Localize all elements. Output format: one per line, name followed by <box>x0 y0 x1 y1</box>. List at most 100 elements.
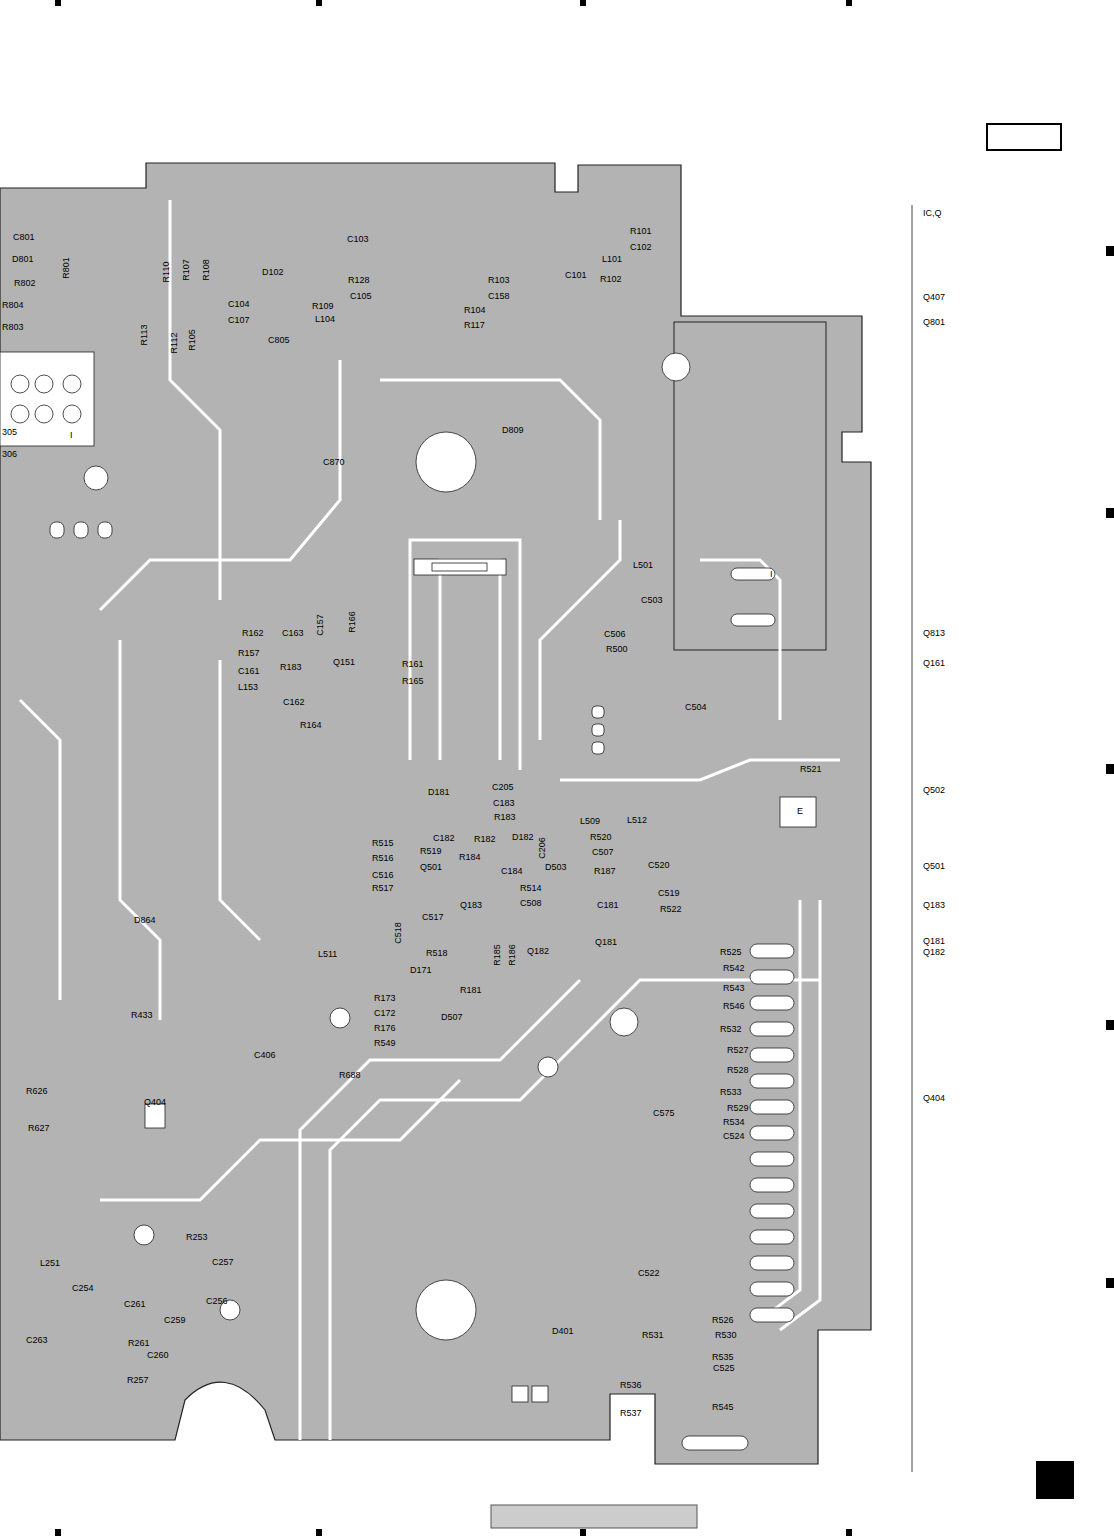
part-label: R804 <box>2 300 24 310</box>
part-label: R113 <box>139 325 149 346</box>
part-label: R107 <box>181 259 191 281</box>
part-label: D181 <box>428 787 450 797</box>
part-label: R626 <box>26 1086 48 1096</box>
part-label: R627 <box>28 1123 50 1133</box>
part-label: R515 <box>372 838 394 848</box>
part-label: C162 <box>283 697 305 707</box>
part-label: R183 <box>280 662 302 672</box>
part-label: R185 <box>492 944 502 966</box>
part-label: C172 <box>374 1008 396 1018</box>
part-label: C520 <box>648 860 670 870</box>
part-label: C103 <box>347 234 369 244</box>
part-label: Q183 <box>460 900 482 910</box>
part-label: Q501 <box>923 861 945 871</box>
part-label: R184 <box>459 852 481 862</box>
part-label: Q182 <box>527 946 549 956</box>
part-label: C205 <box>492 782 514 792</box>
part-label: R173 <box>374 993 396 1003</box>
part-label: R112 <box>169 333 179 354</box>
part-label: C517 <box>422 912 444 922</box>
part-label: C256 <box>206 1296 228 1306</box>
part-label: R527 <box>727 1045 749 1055</box>
part-label: R161 <box>402 659 424 669</box>
part-label: L512 <box>627 815 647 825</box>
part-label: D809 <box>502 425 524 435</box>
part-label: Q181 <box>595 937 617 947</box>
part-label: L511 <box>318 949 337 959</box>
part-label: R525 <box>720 947 742 957</box>
part-label: D503 <box>545 862 567 872</box>
part-label: Q501 <box>420 862 442 872</box>
part-label: R164 <box>300 720 322 730</box>
part-label: L101 <box>602 254 622 264</box>
part-label: Q151 <box>333 657 355 667</box>
part-label: Q502 <box>923 785 945 795</box>
part-label: R542 <box>723 963 745 973</box>
part-label: C522 <box>638 1268 660 1278</box>
part-label: R517 <box>372 883 394 893</box>
part-label: R162 <box>242 628 264 638</box>
part-label: C161 <box>238 666 260 676</box>
part-label: R803 <box>2 322 24 332</box>
part-label: C259 <box>164 1315 186 1325</box>
part-label: R102 <box>600 274 622 284</box>
part-label: C206 <box>537 837 547 859</box>
part-label: R530 <box>715 1330 737 1340</box>
part-label: R253 <box>186 1232 208 1242</box>
part-label: R157 <box>238 648 260 658</box>
part-label: IC,Q <box>923 208 942 218</box>
part-label: R187 <box>594 866 616 876</box>
part-label: R688 <box>339 1070 361 1080</box>
part-label: L509 <box>580 816 600 826</box>
part-label: C163 <box>282 628 304 638</box>
part-label: C508 <box>520 898 542 908</box>
part-label: C518 <box>393 922 403 944</box>
part-label: Q183 <box>923 900 945 910</box>
part-label: R109 <box>312 301 334 311</box>
part-label: R186 <box>507 944 517 966</box>
part-label: R108 <box>201 259 211 281</box>
part-label: C101 <box>565 270 587 280</box>
part-label: R166 <box>347 611 357 633</box>
part-label: C516 <box>372 870 394 880</box>
part-label: R526 <box>712 1315 734 1325</box>
part-label: 306 <box>2 449 17 459</box>
part-label: C182 <box>433 833 455 843</box>
part-label: R532 <box>720 1024 742 1034</box>
part-label: R105 <box>187 329 197 351</box>
part-label: R165 <box>402 676 424 686</box>
part-label: R101 <box>630 226 652 236</box>
part-label: D801 <box>12 254 34 264</box>
part-label: R537 <box>620 1408 642 1418</box>
part-label: R110 <box>161 262 171 283</box>
part-label: C506 <box>604 629 626 639</box>
part-label: L104 <box>315 314 335 324</box>
part-label: C183 <box>493 798 515 808</box>
part-label: D507 <box>441 1012 463 1022</box>
part-label: R117 <box>464 320 485 330</box>
part-label: R545 <box>712 1402 734 1412</box>
part-label: C107 <box>228 315 250 325</box>
part-label: Q407 <box>923 292 945 302</box>
part-label: Q404 <box>144 1097 166 1107</box>
part-label: C503 <box>641 595 663 605</box>
part-label: R802 <box>14 278 36 288</box>
part-label: R182 <box>474 834 496 844</box>
part-label: C158 <box>488 291 510 301</box>
part-label: R500 <box>606 644 628 654</box>
part-label: R519 <box>420 846 442 856</box>
part-label: C519 <box>658 888 680 898</box>
part-label: C260 <box>147 1350 169 1360</box>
part-label: R529 <box>727 1103 749 1113</box>
part-label: C524 <box>723 1131 745 1141</box>
part-label: R103 <box>488 275 510 285</box>
part-label: R543 <box>723 983 745 993</box>
part-label: R518 <box>426 948 448 958</box>
part-label: Q181 <box>923 936 945 946</box>
part-label: R546 <box>723 1001 745 1011</box>
part-label: C870 <box>323 457 345 467</box>
part-label: D171 <box>410 965 432 975</box>
part-label: C104 <box>228 299 250 309</box>
part-label: R181 <box>460 985 482 995</box>
